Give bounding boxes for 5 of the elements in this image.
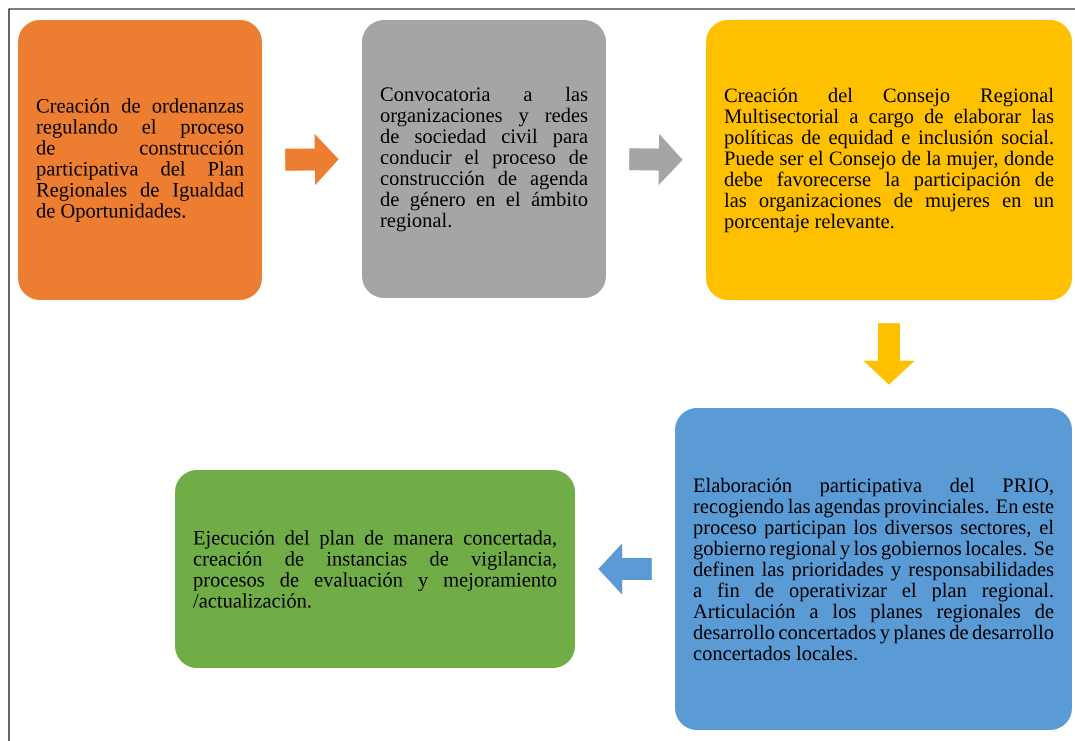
process-box: Elaboración participativa del PRIO, recogiendo las agendas provinciales. En este proceso participan los diversos sectores, el gobierno regional y los gobiernos locales. Se definen las prioridades y responsabilidades a fin de operativizar el plan regional. Articulación a los planes regionales de desarrollo concertados y planes de desarrollo concertados locales. — [675, 408, 1072, 730]
process-box: Ejecución del plan de manera concertada, creación de instancias de vigilancia, procesos de evaluación y mejoramiento /actualización. — [175, 470, 575, 668]
process-box: Creación del Consejo Regional Multisectorial a cargo de elaborar las políticas de equidad e inclusión social. Puede ser el Consejo de la mujer, donde debe favorecerse la participación de las organizaciones de mujeres en un porcentaje relevante. — [706, 20, 1072, 300]
process-box: Convocatoria a las organizaciones y redes de sociedad civil para conducir el proceso de construcción de agenda de género en el ámbito regional. — [362, 20, 606, 298]
process-box: Creación de ordenanzas regulando el proceso de construcción participativa del Plan Regionales de Igualdad de Oportunidades. — [18, 20, 262, 300]
